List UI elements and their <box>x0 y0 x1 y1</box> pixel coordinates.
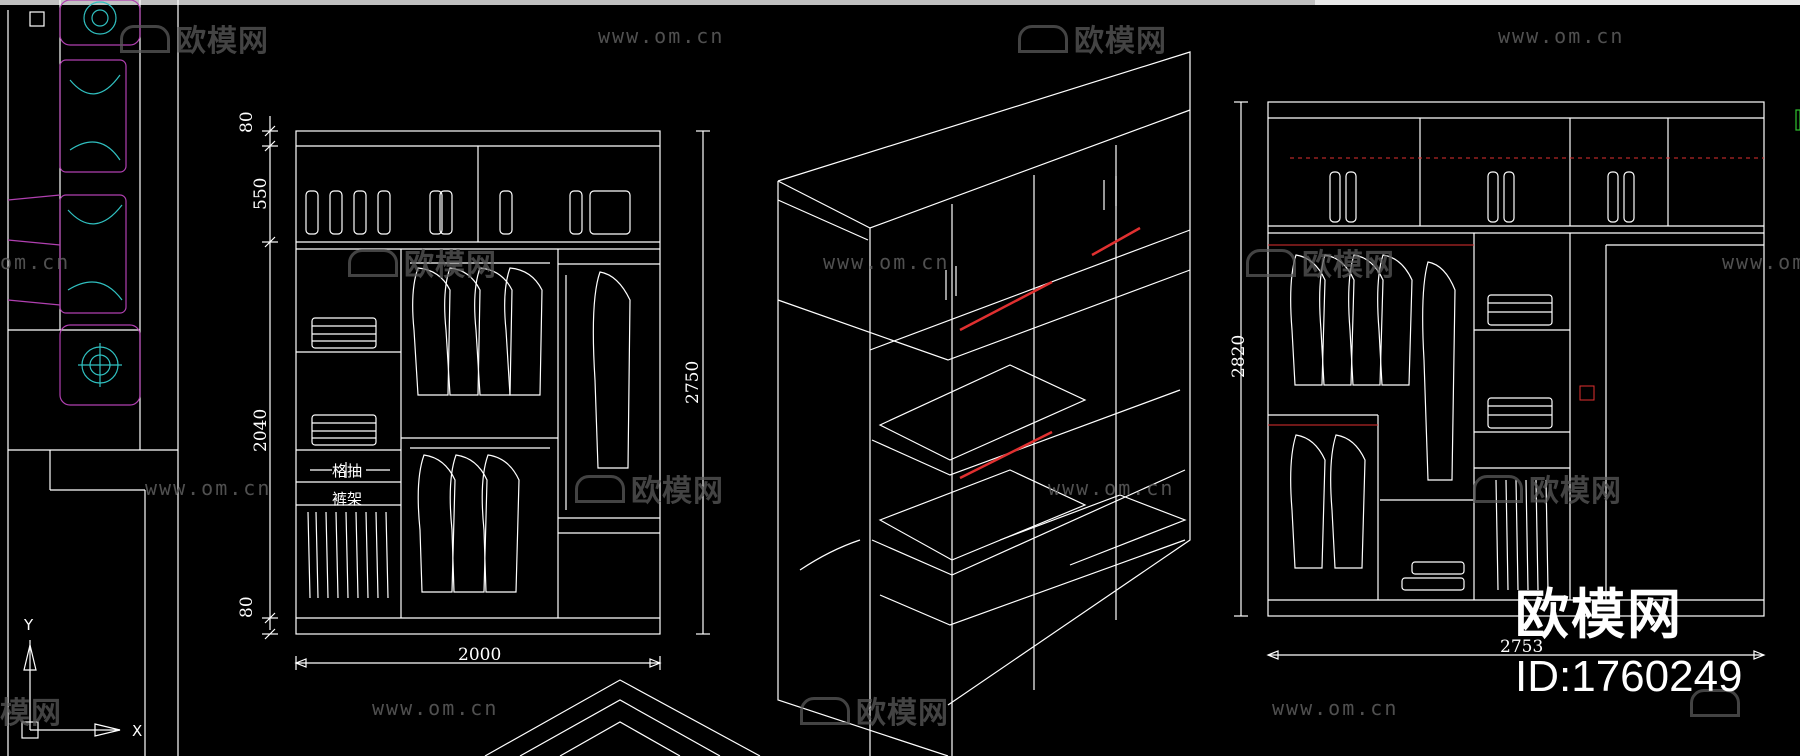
wardrobe-elevation-left <box>262 116 710 670</box>
dim-total-height-right: 2820 <box>1229 335 1249 378</box>
label-drawer: 格抽 <box>332 462 362 480</box>
watermark-url-3: www.om.cn <box>823 250 950 274</box>
sofa-logo-icon <box>120 25 170 53</box>
wardrobe-elevation-right <box>1234 101 1766 660</box>
watermark-url-5: www.om.cn <box>1048 476 1175 500</box>
watermark-url-7: www.om.cn <box>1272 696 1399 720</box>
dim-upper: 550 <box>251 178 271 210</box>
watermark-brand-partial-right <box>1690 688 1746 723</box>
bottom-partial-view <box>484 679 761 756</box>
dim-width-left: 2000 <box>458 645 501 665</box>
watermark-brand-3: 欧模网 <box>348 240 497 284</box>
watermark-url-1: www.om.cn <box>598 24 725 48</box>
overlay-id: ID:1760249 <box>1515 652 1743 701</box>
green-edge-marker <box>1795 109 1800 131</box>
top-strip <box>0 0 1800 5</box>
sofa-logo-icon <box>575 475 625 503</box>
dim-middle: 2040 <box>251 409 271 452</box>
watermark-brand-2: 欧模网 <box>1018 16 1167 60</box>
watermark-url-2: www.om.cn <box>1498 24 1625 48</box>
dim-width-right: 2753 <box>1500 637 1543 657</box>
plan-view-left <box>7 0 179 756</box>
sofa-logo-icon <box>1246 249 1296 277</box>
overlay-brand: 欧模网 <box>1515 583 1683 646</box>
watermark-brand-7: 欧模网 <box>800 688 949 732</box>
ucs-icon <box>21 640 121 739</box>
top-strip-highlight <box>1315 0 1800 5</box>
watermark-brand-1: 欧模网 <box>120 16 269 60</box>
sofa-logo-icon <box>1690 689 1740 717</box>
right-elevation-red-lines <box>1268 157 1764 426</box>
sofa-logo-icon <box>800 697 850 725</box>
ucs-x-label: X <box>132 722 142 740</box>
watermark-brand-partial-left: 模网 <box>0 696 62 731</box>
watermark-url-4: www.om.cn <box>145 476 272 500</box>
watermark-url-partial-left: om.cn <box>0 250 71 274</box>
sofa-logo-icon <box>348 249 398 277</box>
dim-top: 80 <box>237 111 257 133</box>
watermark-brand-4: 欧模网 <box>1246 240 1395 284</box>
watermark-url-partial-right: www.om.cn <box>1722 250 1800 274</box>
ucs-y-label: Y <box>23 616 34 634</box>
dim-bottom: 80 <box>237 596 257 618</box>
wardrobe-isometric <box>777 51 1191 756</box>
sofa-logo-icon <box>1473 475 1523 503</box>
watermark-url-6: www.om.cn <box>372 696 499 720</box>
dim-total-height-left: 2750 <box>683 361 703 404</box>
watermark-brand-6: 欧模网 <box>1473 466 1622 510</box>
watermark-brand-5: 欧模网 <box>575 466 724 510</box>
label-rack: 裤架 <box>332 490 362 508</box>
sofa-logo-icon <box>1018 25 1068 53</box>
led-strips <box>959 226 1141 480</box>
